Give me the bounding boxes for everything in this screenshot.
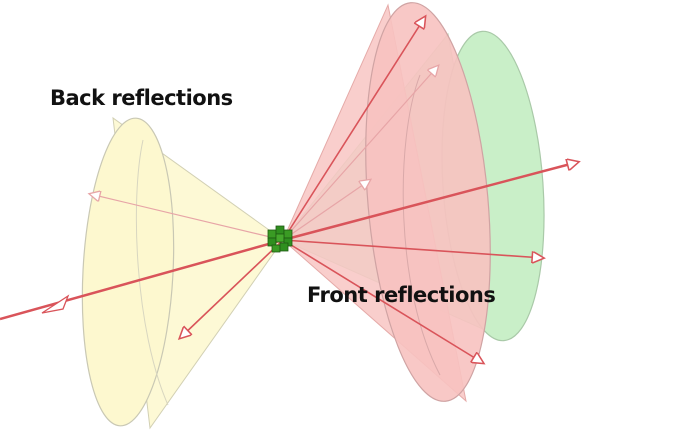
back-reflections-label: Back reflections: [50, 86, 233, 110]
crystal-sample-icon: [267, 225, 293, 253]
back-cone-base: [81, 117, 175, 427]
back-ray-upper: [90, 194, 284, 241]
back-cone: [81, 116, 284, 430]
back-cone-inner-arc: [135, 139, 169, 406]
back-ray-lower: [180, 239, 284, 338]
front-ray-mid: [282, 180, 370, 241]
front-ray-bottom: [282, 239, 483, 363]
front-cone-inner-arc: [402, 74, 441, 376]
front-reflections-label: Front reflections: [307, 283, 496, 307]
transmitted-beam: [282, 162, 578, 242]
incident-beam-arrow: [41, 294, 70, 314]
incident-beam: [0, 238, 284, 321]
front-ray-right: [282, 239, 543, 258]
front-ray-top: [282, 17, 425, 241]
front-ray-top-green: [282, 66, 438, 241]
